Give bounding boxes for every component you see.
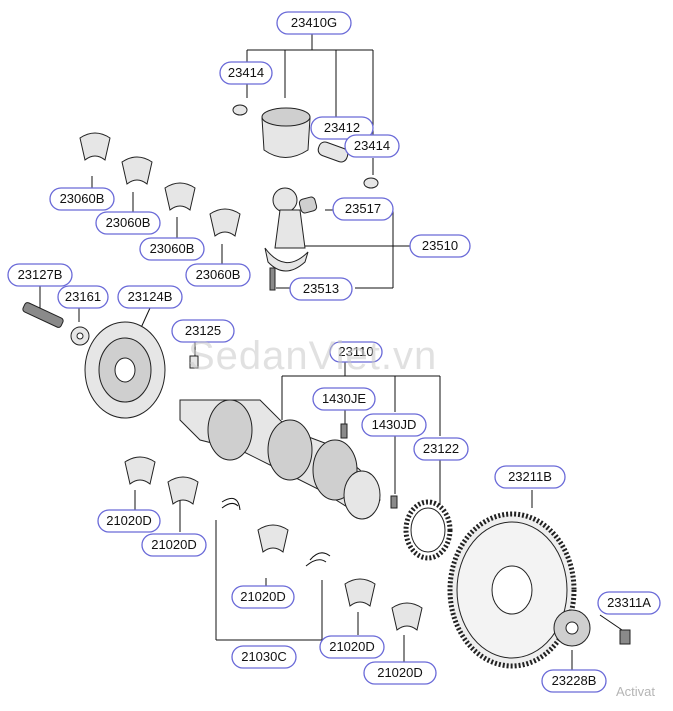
label-23311A[interactable]: 23311A [607, 595, 651, 610]
flywheel-bolt [619, 629, 631, 645]
dowel-pin [340, 423, 348, 439]
label-1430JE[interactable]: 1430JE [322, 391, 366, 406]
flywheel [447, 511, 631, 669]
corner-text: Activat [616, 684, 656, 699]
label-23060B-2[interactable]: 23060B [106, 215, 151, 230]
label-23060B-4[interactable]: 23060B [196, 267, 241, 282]
label-23412[interactable]: 23412 [324, 120, 360, 135]
label-23060B-3[interactable]: 23060B [150, 241, 195, 256]
piston-pin [317, 141, 349, 163]
label-23414-right[interactable]: 23414 [354, 138, 390, 153]
label-23211B[interactable]: 23211B [508, 469, 552, 484]
crank-bolt [22, 302, 64, 328]
label-21020D-2[interactable]: 21020D [151, 537, 197, 552]
label-23414-top[interactable]: 23414 [228, 65, 264, 80]
label-23228B[interactable]: 23228B [552, 673, 597, 688]
pulley-assembly [22, 302, 199, 419]
label-21020D-4[interactable]: 21020D [329, 639, 375, 654]
snap-ring-right [363, 177, 379, 189]
label-23125[interactable]: 23125 [185, 323, 221, 338]
piston-set [232, 104, 379, 189]
label-21020D-3[interactable]: 21020D [240, 589, 286, 604]
label-23510[interactable]: 23510 [422, 238, 458, 253]
part-labels: 23410G 23414 23412 23414 23060B 23060B 2… [7, 11, 661, 693]
label-23517[interactable]: 23517 [345, 201, 381, 216]
label-23060B-1[interactable]: 23060B [60, 191, 105, 206]
label-23110[interactable]: 23110 [338, 344, 373, 359]
small-end-bushing [298, 196, 318, 214]
label-23122[interactable]: 23122 [423, 441, 459, 456]
label-23161[interactable]: 23161 [65, 289, 101, 304]
label-1430JD[interactable]: 1430JD [372, 417, 417, 432]
connecting-rod [264, 187, 318, 291]
main-bearings-upper [79, 132, 241, 237]
label-21020D-5[interactable]: 21020D [377, 665, 423, 680]
label-23410G[interactable]: 23410G [291, 15, 337, 30]
watermark: SedanViet.vn [188, 334, 438, 378]
sprocket-ring [403, 499, 453, 561]
leader-lines [39, 34, 626, 670]
label-21030C[interactable]: 21030C [241, 649, 287, 664]
label-23124B[interactable]: 23124B [128, 289, 173, 304]
label-21020D-1[interactable]: 21020D [106, 513, 152, 528]
snap-ring-left [232, 104, 248, 116]
key [189, 355, 199, 369]
main-bearings-lower [124, 456, 423, 631]
crankshaft [179, 399, 398, 520]
label-23513[interactable]: 23513 [303, 281, 339, 296]
pilot-pin [390, 495, 398, 509]
label-23127B[interactable]: 23127B [18, 267, 63, 282]
